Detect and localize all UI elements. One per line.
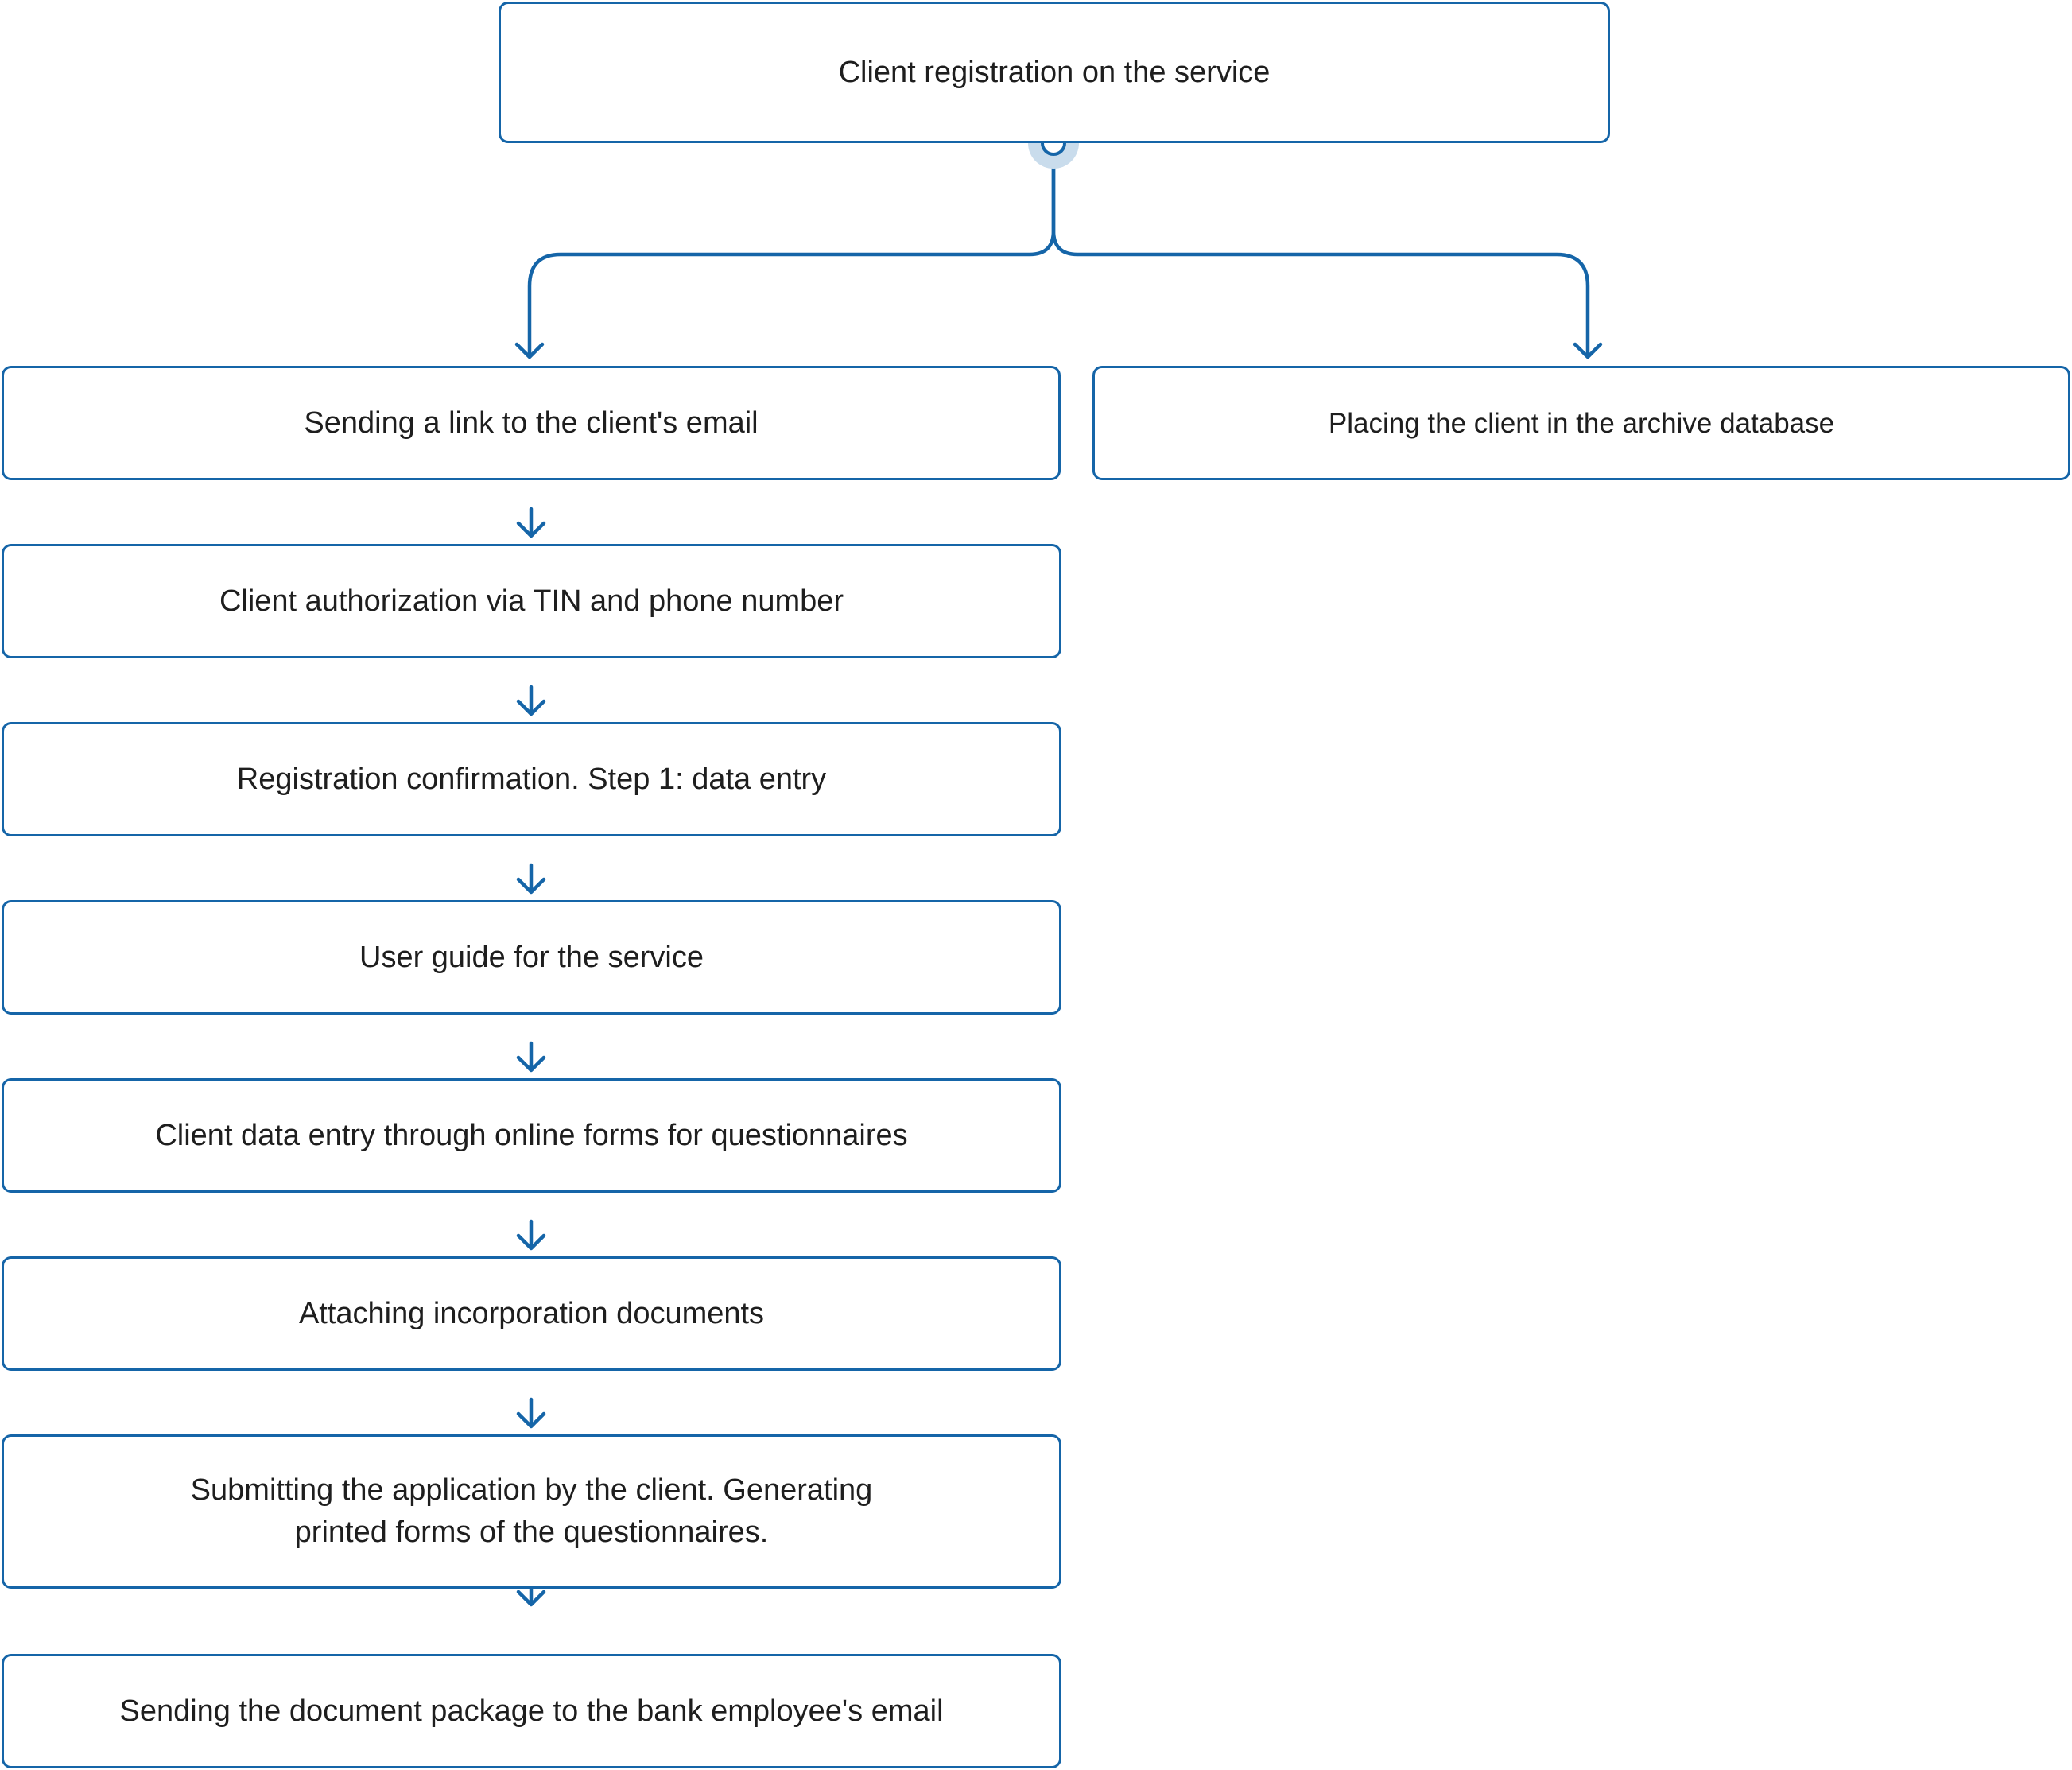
node-step-4-label: Client data entry through online forms f…: [155, 1118, 908, 1152]
node-root-label: Client registration on the service: [838, 55, 1271, 89]
arrow-2: [516, 685, 546, 716]
arrowhead-right: [1573, 342, 1603, 359]
node-step-4[interactable]: Client data entry through online forms f…: [2, 1078, 1061, 1193]
node-step-6[interactable]: Submitting the application by the client…: [2, 1434, 1061, 1589]
node-branch-right-label: Placing the client in the archive databa…: [1328, 407, 1835, 439]
node-step-5[interactable]: Attaching incorporation documents: [2, 1256, 1061, 1371]
node-step-2[interactable]: Registration confirmation. Step 1: data …: [2, 722, 1061, 836]
arrow-4: [516, 1041, 546, 1073]
node-step-2-label: Registration confirmation. Step 1: data …: [236, 762, 827, 796]
node-branch-right[interactable]: Placing the client in the archive databa…: [1092, 366, 2070, 480]
arrow-3: [516, 863, 546, 895]
connector-root-to-left: [527, 141, 1056, 359]
node-step-1-label: Client authorization via TIN and phone n…: [219, 584, 844, 618]
arrow-5: [516, 1219, 546, 1251]
connector-root-to-right: [1051, 141, 1590, 359]
node-step-1[interactable]: Client authorization via TIN and phone n…: [2, 544, 1061, 658]
node-step-7[interactable]: Sending the document package to the bank…: [2, 1654, 1061, 1768]
node-branch-left[interactable]: Sending a link to the client's email: [2, 366, 1061, 480]
arrow-1: [516, 507, 546, 538]
node-step-6-label: Submitting the application by the client…: [190, 1473, 873, 1549]
node-step-5-label: Attaching incorporation documents: [298, 1296, 765, 1330]
node-step-3[interactable]: User guide for the service: [2, 900, 1061, 1015]
arrow-6: [516, 1397, 546, 1429]
node-step-7-label: Sending the document package to the bank…: [119, 1694, 944, 1728]
node-branch-left-label: Sending a link to the client's email: [304, 406, 759, 440]
node-step-3-label: User guide for the service: [359, 940, 704, 974]
arrowhead-left: [514, 342, 545, 359]
node-root[interactable]: Client registration on the service: [499, 2, 1610, 143]
